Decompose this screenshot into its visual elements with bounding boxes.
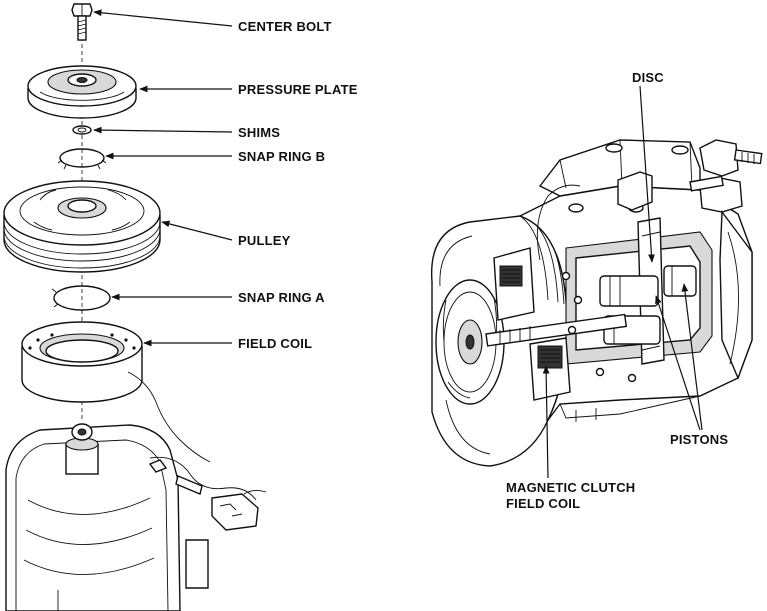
label-shims: SHIMS [238,125,281,140]
snap-ring-b-part [57,148,107,170]
label-magnetic-clutch-field-coil: FIELD COIL [506,496,581,511]
compressor-housing-left [5,423,209,611]
leader-pulley [161,220,233,241]
leader-pistons-2 [681,283,703,431]
leader-shims [93,126,233,134]
label-pistons: PISTONS [670,432,729,447]
leader-center-bolt [93,9,233,27]
label-field-coil: FIELD COIL [238,336,313,351]
label-pressure-plate: PRESSURE PLATE [238,82,358,97]
pulley-part [3,180,161,273]
leader-pistons-1 [655,295,701,431]
compressor-cutaway [430,139,763,467]
label-pulley: PULLEY [238,233,291,248]
snap-ring-a-part [51,285,111,311]
shims-part [72,125,92,135]
wire-connector [149,456,267,531]
label-disc: DISC [632,70,664,85]
leader-disc [639,85,655,263]
label-snap-ring-b: SNAP RING B [238,149,326,164]
center-bolt-part [71,3,93,41]
label-snap-ring-a: SNAP RING A [238,290,325,305]
label-center-bolt: CENTER BOLT [238,19,332,34]
leader-magnetic-clutch [542,365,550,479]
field-coil-part [21,321,211,463]
label-magnetic-clutch: MAGNETIC CLUTCH [506,480,636,495]
pressure-plate-part [27,65,137,119]
